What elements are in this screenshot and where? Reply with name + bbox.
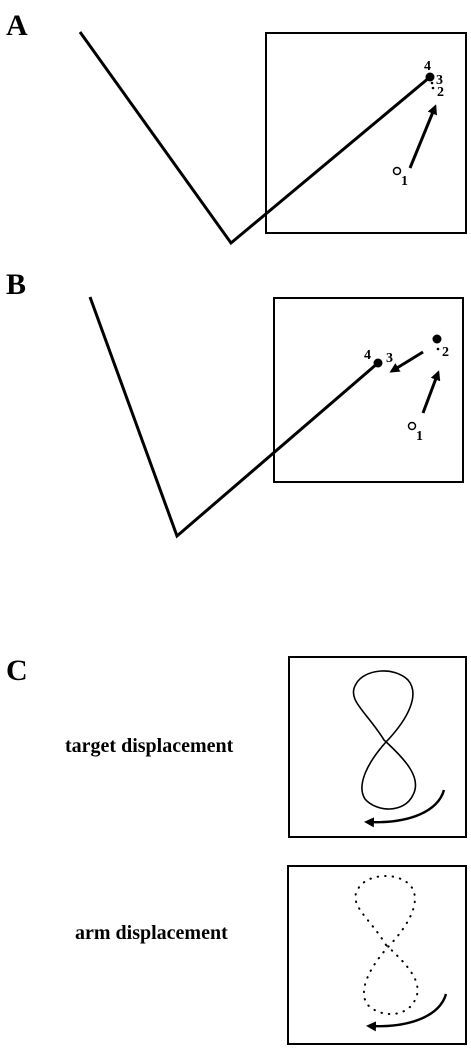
arm-direction-arrow: [366, 993, 448, 1032]
target-direction-arrow: [364, 789, 446, 828]
panel-b-label-3: 3: [386, 351, 393, 366]
panel-a-label-2: 2: [437, 85, 444, 100]
arm-displacement-box: [287, 865, 467, 1045]
panel-a-label-1: 1: [401, 174, 408, 189]
panel-b-movement-arrow: [421, 370, 441, 414]
panel-b-arm-linkage: [88, 296, 379, 539]
panel-c-letter: C: [6, 654, 28, 687]
panel-a: A 1 2 3 4: [6, 9, 467, 246]
panel-a-hand-point: [425, 72, 435, 82]
arm-displacement-label: arm displacement: [75, 922, 228, 944]
panel-b-correction-arrow: [389, 350, 424, 373]
panel-c: C target displacement arm displacement: [6, 654, 467, 1045]
target-figure-eight-trace: [352, 670, 417, 810]
panel-b-label-2: 2: [442, 345, 449, 360]
panel-a-label-3: 3: [436, 73, 443, 88]
target-displacement-label: target displacement: [65, 735, 234, 757]
panel-b-label-1: 1: [416, 429, 423, 444]
arm-figure-eight-trace: [354, 874, 419, 1015]
panel-b-point-3-dot: [393, 366, 397, 370]
panel-a-movement-arrow: [408, 104, 437, 169]
panel-a-letter: A: [6, 9, 28, 42]
panel-a-start-marker: [392, 166, 402, 176]
panel-b-letter: B: [6, 268, 26, 301]
panel-a-point-2-dot: [431, 86, 435, 90]
panel-b-target-point: [432, 334, 442, 344]
panel-a-point-3-dot: [430, 81, 434, 85]
panel-a-label-4: 4: [424, 59, 431, 74]
panel-b-start-marker: [407, 421, 417, 431]
panel-a-arm-linkage: [78, 31, 431, 246]
panel-b-workspace-box: [273, 297, 464, 483]
panel-b-hand-point: [373, 358, 383, 368]
panel-b-label-4: 4: [364, 348, 371, 363]
panel-a-workspace-box: [265, 32, 467, 234]
target-displacement-box: [288, 656, 467, 838]
panel-b-point-2-dot: [436, 347, 440, 351]
panel-b: B 1 2 3 4: [6, 268, 464, 539]
